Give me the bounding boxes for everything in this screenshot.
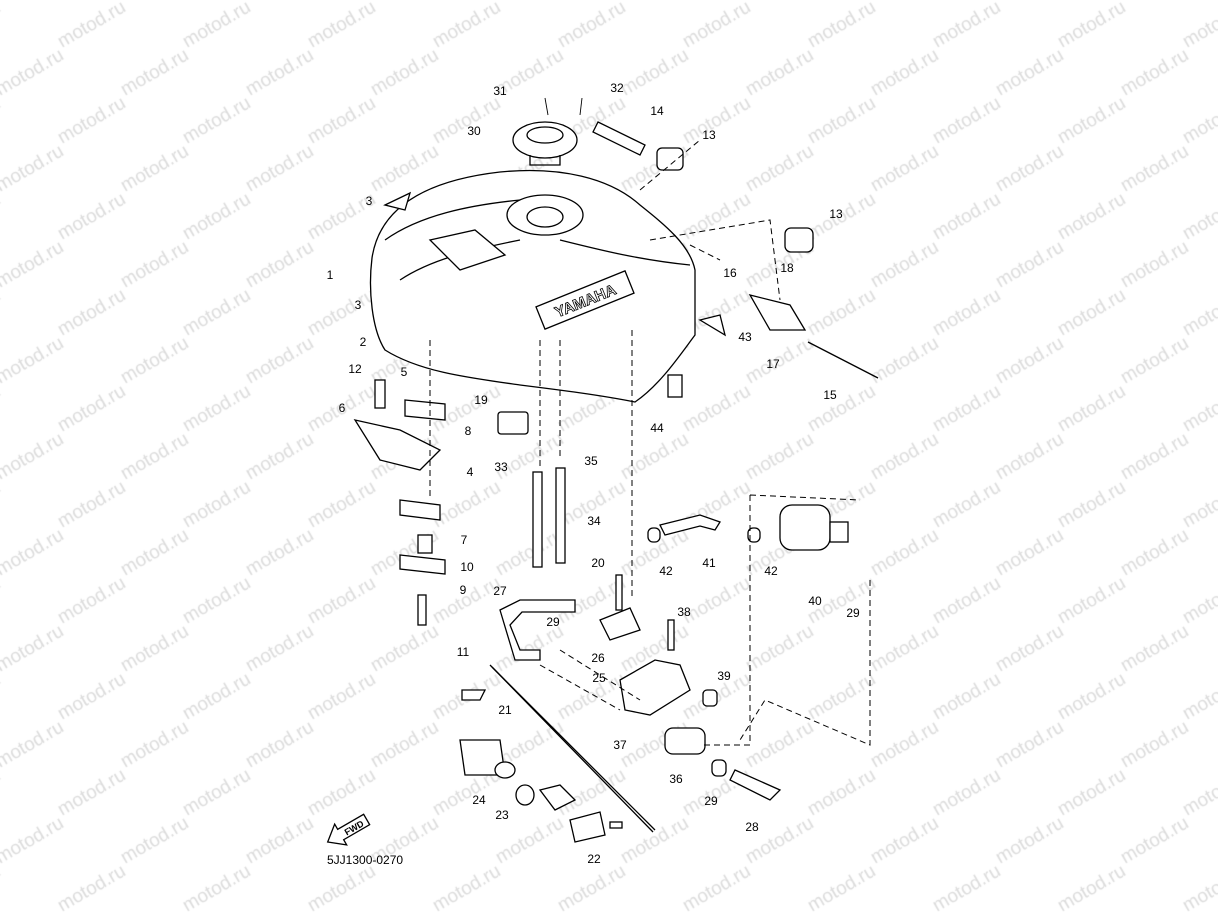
callout-6: 6 [339, 401, 346, 415]
callout-14: 14 [650, 104, 664, 118]
callout-2: 2 [360, 335, 367, 349]
callout-12: 12 [348, 362, 362, 376]
callout-40: 40 [808, 594, 822, 608]
callout-17: 17 [766, 357, 780, 371]
callout-33: 33 [494, 460, 508, 474]
callout-35: 35 [584, 454, 598, 468]
callout-19: 19 [474, 393, 488, 407]
callout-41: 41 [702, 556, 716, 570]
callout-4: 4 [467, 465, 474, 479]
callout-43: 43 [738, 330, 752, 344]
fuel-tank: YAMAHA [369, 169, 696, 403]
fuel-cap [512, 97, 583, 166]
callout-37: 37 [613, 738, 627, 752]
callout-30: 30 [467, 124, 481, 138]
callout-42: 42 [764, 564, 778, 578]
callout-16: 16 [723, 266, 737, 280]
callout-31: 31 [493, 84, 507, 98]
callout-3: 3 [366, 194, 373, 208]
callout-39: 39 [717, 669, 731, 683]
callout-22: 22 [587, 852, 601, 866]
callout-10: 10 [460, 560, 474, 574]
callout-29: 29 [846, 606, 860, 620]
callout-28: 28 [745, 820, 759, 834]
callout-23: 23 [495, 808, 509, 822]
callout-7: 7 [461, 533, 468, 547]
callout-29: 29 [704, 794, 718, 808]
parts [353, 121, 879, 843]
diagram-code: 5JJ1300-0270 [327, 853, 404, 867]
callout-8: 8 [465, 424, 472, 438]
callout-38: 38 [677, 605, 691, 619]
callout-13: 13 [702, 128, 716, 142]
callout-9: 9 [460, 583, 467, 597]
callout-15: 15 [823, 388, 837, 402]
callout-13: 13 [829, 207, 843, 221]
callout-3: 3 [355, 298, 362, 312]
callout-27: 27 [493, 584, 507, 598]
callout-20: 20 [591, 556, 605, 570]
callout-24: 24 [472, 793, 486, 807]
assembly-guide-lines [429, 139, 871, 746]
callout-11: 11 [457, 645, 470, 659]
callout-5: 5 [401, 365, 408, 379]
callout-25: 25 [592, 671, 606, 685]
callout-42: 42 [659, 564, 673, 578]
fwd-arrow: FWD [326, 813, 371, 846]
callout-29: 29 [546, 615, 560, 629]
callout-18: 18 [780, 261, 794, 275]
callout-1: 1 [327, 268, 334, 282]
callout-26: 26 [591, 651, 605, 665]
callout-34: 34 [587, 514, 601, 528]
callout-44: 44 [650, 421, 664, 435]
callout-36: 36 [669, 772, 683, 786]
callout-32: 32 [610, 81, 624, 95]
callout-21: 21 [498, 703, 512, 717]
